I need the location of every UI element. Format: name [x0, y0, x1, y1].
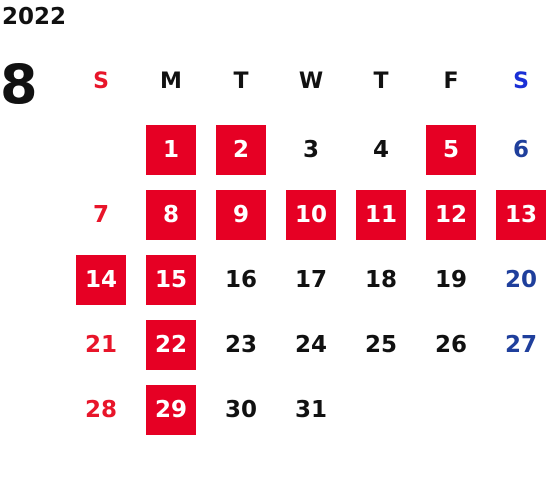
- weekday-6: S: [513, 68, 529, 94]
- day-1[interactable]: 1: [146, 125, 196, 175]
- day-31[interactable]: 31: [294, 397, 327, 423]
- day-8[interactable]: 8: [146, 190, 196, 240]
- day-28[interactable]: 28: [84, 397, 117, 423]
- weekday-1: M: [160, 68, 182, 94]
- day-24[interactable]: 24: [294, 332, 327, 358]
- day-18[interactable]: 18: [364, 267, 397, 293]
- day-16[interactable]: 16: [224, 267, 257, 293]
- day-11[interactable]: 11: [356, 190, 406, 240]
- weekday-4: T: [373, 68, 389, 94]
- day-14[interactable]: 14: [76, 255, 126, 305]
- day-23[interactable]: 23: [224, 332, 257, 358]
- day-3[interactable]: 3: [302, 137, 319, 163]
- day-29[interactable]: 29: [146, 385, 196, 435]
- day-5[interactable]: 5: [426, 125, 476, 175]
- day-30[interactable]: 30: [224, 397, 257, 423]
- day-7[interactable]: 7: [92, 202, 109, 228]
- day-6[interactable]: 6: [512, 137, 529, 163]
- day-19[interactable]: 19: [434, 267, 467, 293]
- day-17[interactable]: 17: [294, 267, 327, 293]
- day-10[interactable]: 10: [286, 190, 336, 240]
- day-27[interactable]: 27: [504, 332, 537, 358]
- day-9[interactable]: 9: [216, 190, 266, 240]
- day-21[interactable]: 21: [84, 332, 117, 358]
- weekday-2: T: [233, 68, 249, 94]
- calendar-year: 2022: [2, 4, 67, 30]
- day-20[interactable]: 20: [504, 267, 537, 293]
- weekday-0: S: [93, 68, 109, 94]
- day-4[interactable]: 4: [372, 137, 389, 163]
- day-26[interactable]: 26: [434, 332, 467, 358]
- day-2[interactable]: 2: [216, 125, 266, 175]
- calendar-month: 8: [0, 53, 38, 116]
- day-22[interactable]: 22: [146, 320, 196, 370]
- day-13[interactable]: 13: [496, 190, 546, 240]
- day-12[interactable]: 12: [426, 190, 476, 240]
- weekday-5: F: [443, 68, 459, 94]
- weekday-3: W: [298, 68, 324, 94]
- day-25[interactable]: 25: [364, 332, 397, 358]
- day-15[interactable]: 15: [146, 255, 196, 305]
